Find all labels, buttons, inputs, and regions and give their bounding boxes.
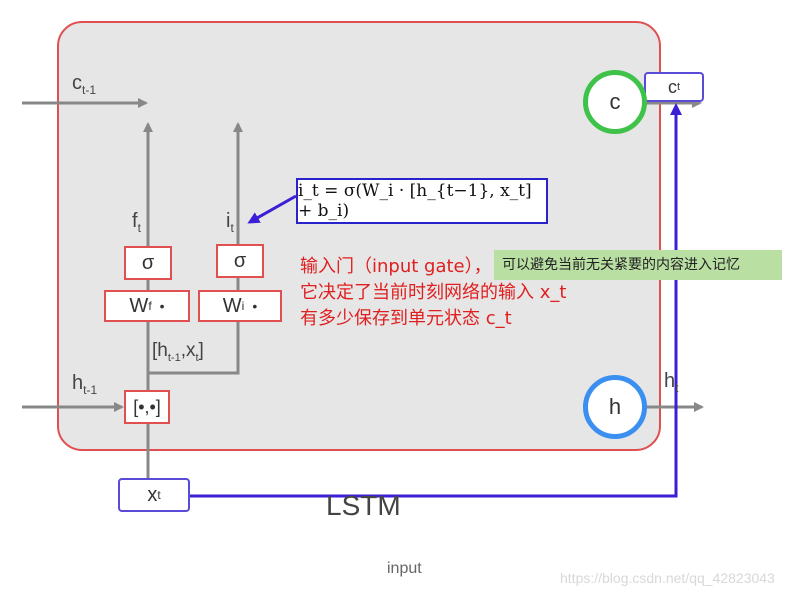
concat-label: [ht-1,xt] [152,340,204,364]
annotation-text: 输入门（input gate）， 它决定了当前时刻网络的输入 x_t 有多少保存… [300,254,566,332]
annotation-line: 有多少保存到单元状态 c_t [300,308,512,329]
input-path-arrow [190,103,682,498]
hint-box: 可以避免当前无关紧要的内容进入记忆 [494,250,782,280]
hidden-state-circle: h [583,375,647,439]
figure-caption: input [387,560,422,577]
cell-state-circle: c [583,70,647,134]
annotation-line: 输入门（input gate）， [300,256,492,277]
concat-box: [•,•] [124,390,170,424]
h-prev-label: ht-1 [72,372,98,397]
formula-pointer-arrow [247,194,297,224]
sigma-f-box: σ [124,246,172,280]
concat-branch-line [148,322,240,375]
input-gate-formula: i_t = σ(W_i · [h_{t−1}, x_t] + b_i) [296,178,548,224]
c-prev-label: ct-1 [72,72,97,97]
lstm-block [57,21,661,451]
watermark: https://blog.csdn.net/qq_42823043 [560,570,775,586]
ft-label: ft [132,210,141,235]
block-title: LSTM [326,490,401,521]
it-label: it [226,210,234,235]
annotation-line: 它决定了当前时刻网络的输入 x_t [300,282,567,303]
sigma-i-box: σ [216,244,264,278]
h-out-label: ht [664,370,679,395]
